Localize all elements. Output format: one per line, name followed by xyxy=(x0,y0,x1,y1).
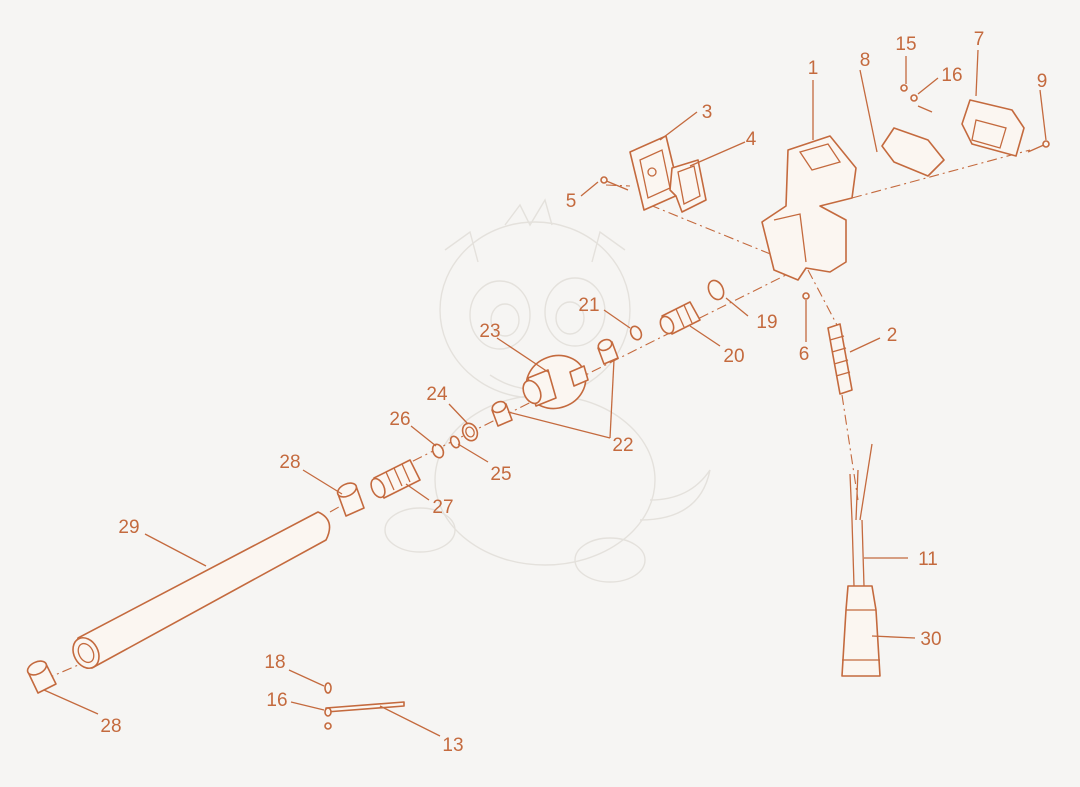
label-1: 1 xyxy=(808,58,819,79)
label-21: 21 xyxy=(578,295,599,316)
part-24-bushing xyxy=(461,422,479,442)
label-16-upper: 16 xyxy=(941,65,962,86)
label-13: 13 xyxy=(442,735,463,756)
part-19-oring xyxy=(707,279,725,301)
label-19: 19 xyxy=(756,312,777,333)
label-16-lower: 16 xyxy=(266,690,287,711)
part-6-nut xyxy=(802,292,810,300)
label-2: 2 xyxy=(887,325,898,346)
part-27-connector xyxy=(370,459,421,499)
label-20: 20 xyxy=(723,346,744,367)
part-28-ring-right xyxy=(336,482,365,517)
part-22-sleeve-upper xyxy=(597,338,619,365)
label-28-right: 28 xyxy=(279,452,300,473)
part-26-nut xyxy=(431,443,445,459)
part-9-screw xyxy=(1027,140,1050,153)
part-16-washer-upper xyxy=(910,94,933,113)
part-16-washer-lower xyxy=(324,707,332,730)
label-30: 30 xyxy=(920,629,941,650)
part-8-gasket xyxy=(881,127,945,177)
label-27: 27 xyxy=(432,497,453,518)
label-24: 24 xyxy=(426,384,448,405)
label-22: 22 xyxy=(612,435,633,456)
leader-lines xyxy=(43,49,1047,737)
label-6: 6 xyxy=(799,344,810,365)
part-23-flange xyxy=(522,354,589,410)
part-18-spring xyxy=(324,682,332,694)
callout-labels: 1 2 3 4 5 6 7 8 9 11 13 15 16 16 18 19 2… xyxy=(100,29,1047,756)
label-7: 7 xyxy=(974,29,985,50)
part-29-tube xyxy=(72,511,331,670)
label-4: 4 xyxy=(746,129,757,150)
label-8: 8 xyxy=(860,50,871,71)
label-29: 29 xyxy=(118,517,139,538)
label-18: 18 xyxy=(264,652,285,673)
part-7-module xyxy=(961,99,1025,157)
label-5: 5 xyxy=(566,191,577,212)
part-25-oring xyxy=(449,435,461,449)
label-23: 23 xyxy=(479,321,500,342)
part-21-oring xyxy=(629,325,643,341)
part-4-gasket xyxy=(669,159,707,213)
part-13-pin xyxy=(325,701,405,713)
part-15-screw xyxy=(900,84,908,92)
part-28-ring-left xyxy=(26,660,57,694)
label-11: 11 xyxy=(918,549,938,570)
label-25: 25 xyxy=(490,464,511,485)
part-11-cable xyxy=(849,443,873,587)
label-26: 26 xyxy=(389,409,410,430)
label-15: 15 xyxy=(895,34,916,55)
part-1-housing xyxy=(761,135,857,281)
label-3: 3 xyxy=(702,102,713,123)
label-9: 9 xyxy=(1037,71,1048,92)
part-30-plug xyxy=(841,585,881,677)
part-2-strain-relief xyxy=(827,323,853,395)
part-20-fitting xyxy=(659,301,701,335)
label-28-left: 28 xyxy=(100,716,121,737)
part-22-sleeve-lower xyxy=(491,400,513,427)
part-5-screw xyxy=(600,176,629,191)
